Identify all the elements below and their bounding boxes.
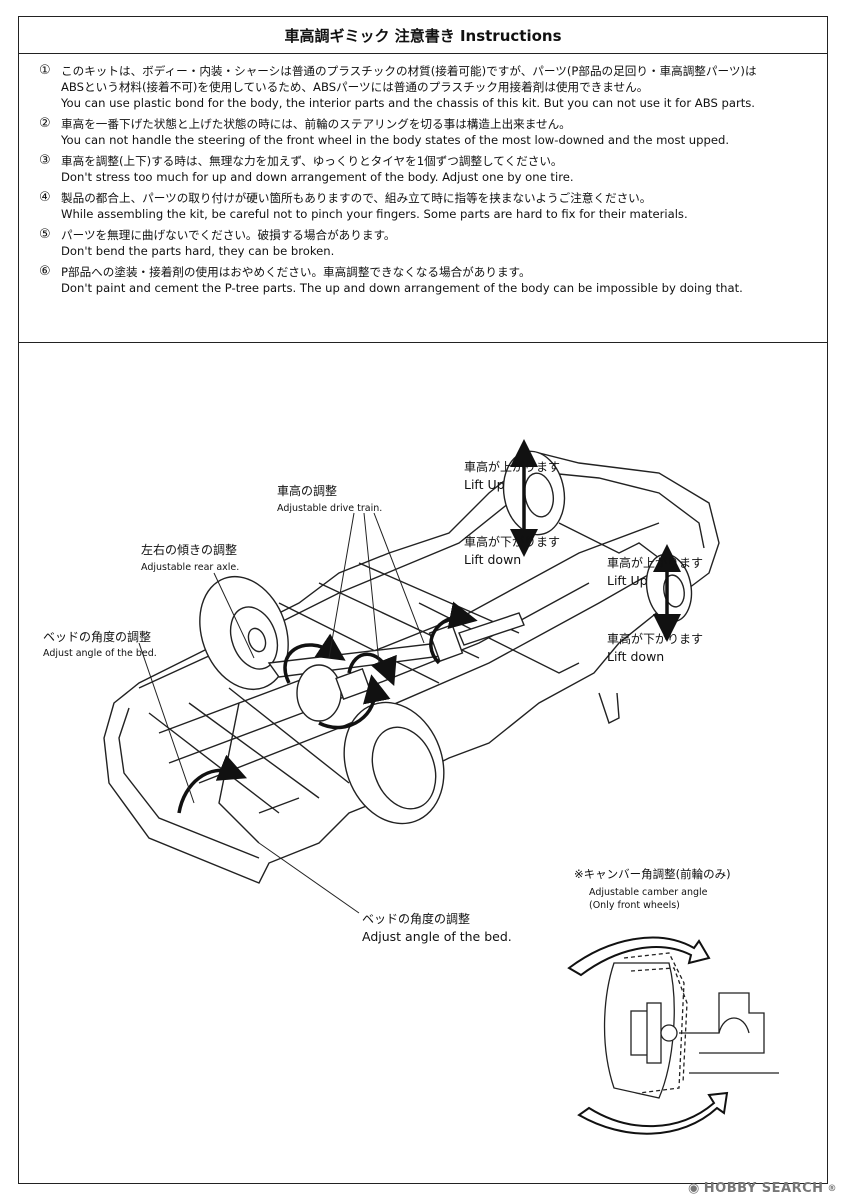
bed-top-label-jp: ベッドの角度の調整 (43, 629, 151, 644)
lift-up-front-label-en: Lift Up (607, 573, 648, 588)
note-line: 車高を一番下げた状態と上げた状態の時には、前輪のステアリングを切る事は構造上出来… (61, 117, 571, 131)
lift-up-rear-label-en: Lift Up (464, 477, 505, 492)
watermark-logo-icon: ◉ (687, 1181, 700, 1196)
note-6: ⑥ P部品への塗装・接着剤の使用はおやめください。車高調整できなくなる場合があり… (39, 264, 817, 296)
chassis-illustration: 車高が上がります Lift Up 車高が下がります Lift down 車高が上… (43, 439, 779, 1135)
note-line: パーツを無理に曲げないでください。破損する場合があります。 (61, 228, 396, 242)
note-line: P部品への塗装・接着剤の使用はおやめください。車高調整できなくなる場合があります… (61, 265, 531, 279)
lift-down-rear-label-en: Lift down (464, 552, 521, 567)
note-number: ⑤ (39, 227, 51, 242)
note-line: You can not handle the steering of the f… (61, 133, 730, 147)
note-line: Don't bend the parts hard, they can be b… (61, 244, 335, 258)
drive-train-label-jp: 車高の調整 (277, 483, 337, 498)
rear-left-wheel (199, 575, 289, 691)
leader-lines (138, 512, 425, 914)
lift-up-front-label-jp: 車高が上がります (607, 555, 703, 570)
note-line: You can use plastic bond for the body, t… (61, 96, 755, 110)
note-number: ⑥ (39, 264, 51, 279)
note-line: 製品の都合上、パーツの取り付けが硬い箇所もありますので、組み立て時に指等を挟まな… (61, 191, 652, 205)
car-body-outline (103, 452, 720, 884)
lift-down-front-label-en: Lift down (607, 649, 664, 664)
note-line: 車高を調整(上下)する時は、無理な力を加えず、ゆっくりとタイヤを1個ずつ調整して… (61, 154, 563, 168)
note-number: ① (39, 63, 51, 78)
bed-bottom-label-jp: ベッドの角度の調整 (362, 911, 470, 926)
note-number: ③ (39, 153, 51, 168)
lift-down-front-label-jp: 車高が下がります (607, 631, 703, 646)
adjustment-arrows (177, 439, 681, 814)
drive-train (267, 612, 525, 722)
page-title: 車高調ギミック 注意書き Instructions (19, 17, 827, 54)
rear-axle-label-en: Adjustable rear axle. (141, 562, 239, 573)
camber-label-en-2: (Only front wheels) (589, 900, 680, 911)
chassis-diagram: 車高が上がります Lift Up 車高が下がります Lift down 車高が上… (19, 343, 827, 1185)
camber-detail (603, 952, 779, 1099)
notes-list: ① このキットは、ボディー・内装・シャーシは普通のプラスチックの材質(接着可能)… (19, 53, 827, 343)
watermark: ◉ HOBBY SEARCH ® (688, 1181, 837, 1196)
note-5: ⑤ パーツを無理に曲げないでください。破損する場合があります。 Don't be… (39, 227, 817, 259)
watermark-registered: ® (827, 1183, 837, 1194)
lift-up-rear-label-jp: 車高が上がります (464, 459, 560, 474)
note-line: このキットは、ボディー・内装・シャーシは普通のプラスチックの材質(接着可能)です… (61, 64, 757, 78)
note-4: ④ 製品の都合上、パーツの取り付けが硬い箇所もありますので、組み立て時に指等を挟… (39, 190, 817, 222)
bed-bottom-label-en: Adjust angle of the bed. (362, 929, 512, 944)
instruction-sheet: 車高調ギミック 注意書き Instructions ① このキットは、ボディー・… (18, 16, 828, 1184)
note-line: While assembling the kit, be careful not… (61, 207, 688, 221)
bed-top-label-en: Adjust angle of the bed. (43, 648, 157, 659)
note-number: ② (39, 116, 51, 131)
rear-right-wheel (343, 701, 445, 825)
note-3: ③ 車高を調整(上下)する時は、無理な力を加えず、ゆっくりとタイヤを1個ずつ調整… (39, 153, 817, 185)
note-2: ② 車高を一番下げた状態と上げた状態の時には、前輪のステアリングを切る事は構造上… (39, 116, 817, 148)
drive-train-label-en: Adjustable drive train. (277, 503, 382, 514)
camber-label-en-1: Adjustable camber angle (589, 887, 708, 898)
note-1: ① このキットは、ボディー・内装・シャーシは普通のプラスチックの材質(接着可能)… (39, 63, 817, 111)
lift-down-rear-label-jp: 車高が下がります (464, 534, 560, 549)
rear-axle-label-jp: 左右の傾きの調整 (141, 542, 237, 557)
note-number: ④ (39, 190, 51, 205)
front-left-wheel (502, 450, 566, 536)
note-line: Don't stress too much for up and down ar… (61, 170, 574, 184)
note-line: Don't paint and cement the P-tree parts.… (61, 281, 743, 295)
camber-label-jp: ※キャンバー角調整(前輪のみ) (574, 867, 731, 881)
camber-arrows (567, 936, 729, 1135)
watermark-brand: HOBBY SEARCH (703, 1181, 824, 1196)
note-line: ABSという材料(接着不可)を使用しているため、ABSパーツには普通のプラスチッ… (61, 80, 649, 94)
